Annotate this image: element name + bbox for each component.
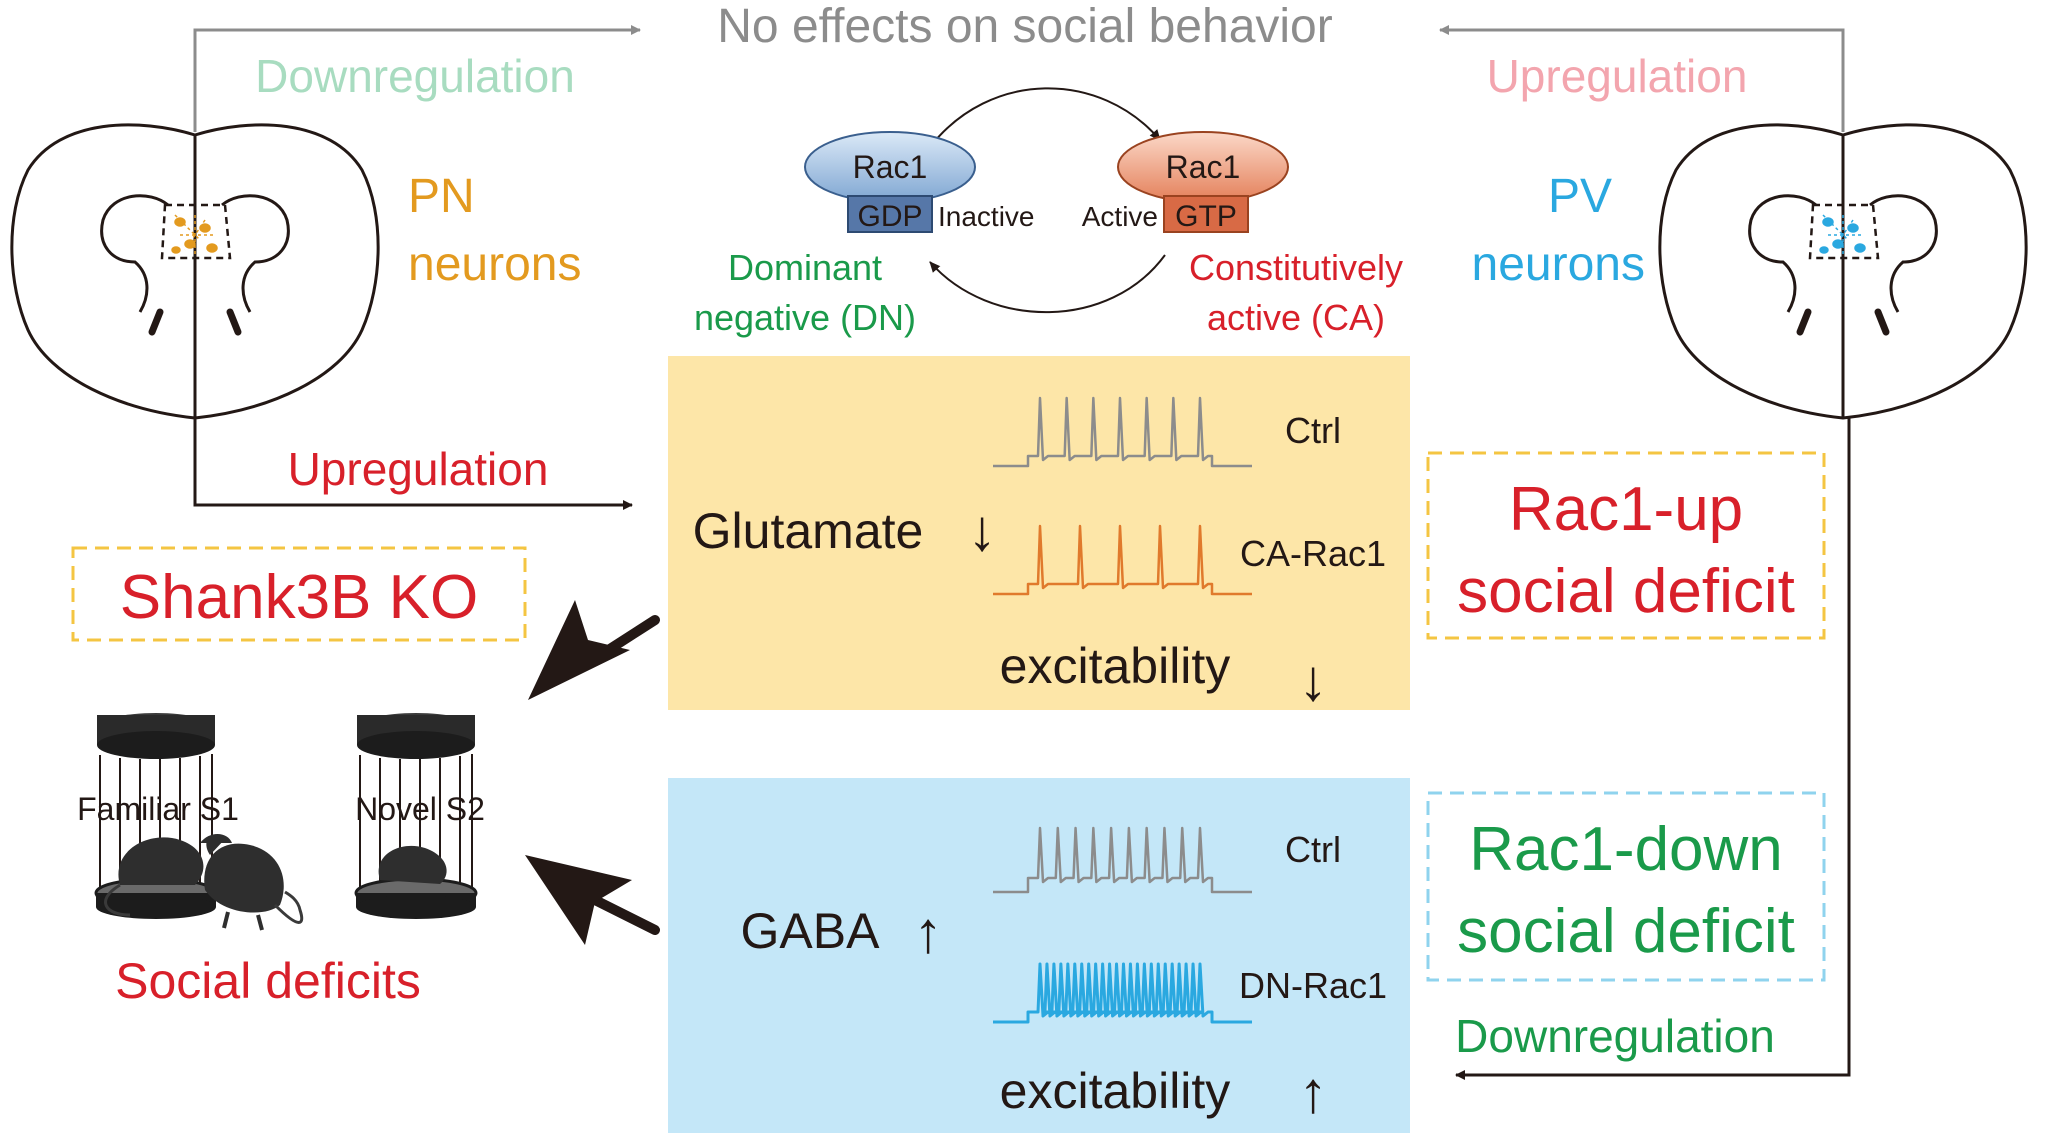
left-downregulation-label: Downregulation xyxy=(255,50,575,102)
pn-neuron-cluster xyxy=(171,214,218,255)
gaba-up-arrow: ↑ xyxy=(914,900,943,965)
rac1-up-line1: Rac1-up xyxy=(1509,475,1743,544)
gtp-label: GTP xyxy=(1175,200,1237,233)
active-label: Active xyxy=(1082,201,1158,232)
constitutively-active-line1: Constitutively xyxy=(1189,247,1403,288)
dominant-negative-line2: negative (DN) xyxy=(694,297,916,338)
top-left-feedback-arrow xyxy=(193,25,641,132)
cage-familiar-label: Familiar S1 xyxy=(77,791,239,827)
glutamate-excitability-label: excitability xyxy=(1000,638,1231,694)
glutamate-ca-rac1-label: CA-Rac1 xyxy=(1240,533,1386,574)
glutamate-ctrl-trace xyxy=(993,396,1252,468)
gaba-label: GABA xyxy=(741,903,881,959)
pn-upregulation-arrow xyxy=(193,418,633,510)
pn-label-line2: neurons xyxy=(408,238,581,291)
pv-label-line1: PV xyxy=(1548,170,1612,223)
rac1-active-label: Rac1 xyxy=(1166,149,1241,185)
glutamate-label: Glutamate xyxy=(693,503,924,559)
top-right-feedback-arrow xyxy=(1439,25,1845,132)
rac1-down-line2: social deficit xyxy=(1457,897,1795,966)
top-caption: No effects on social behavior xyxy=(717,0,1332,53)
gdp-label: GDP xyxy=(857,200,922,233)
cage-novel-label: Novel S2 xyxy=(355,791,485,827)
social-deficits-label: Social deficits xyxy=(115,953,421,1009)
rac1-down-box xyxy=(1426,791,1826,982)
gaba-ctrl-trace xyxy=(993,826,1252,894)
glutamate-down-arrow: ↓ xyxy=(968,498,997,563)
shank3b-ko-label: Shank3B KO xyxy=(120,563,478,632)
rac1-up-box xyxy=(1426,451,1826,640)
cage-novel xyxy=(354,713,478,919)
pv-neuron-cluster xyxy=(1819,214,1866,255)
pv-label-line2: neurons xyxy=(1472,238,1645,291)
dominant-negative-line1: Dominant xyxy=(728,247,882,288)
rac1-up-line2: social deficit xyxy=(1457,557,1795,626)
right-brain-section xyxy=(1658,123,2028,420)
gtp-block xyxy=(1163,195,1249,233)
gaba-ctrl-label: Ctrl xyxy=(1285,829,1341,870)
constitutively-active-line2: active (CA) xyxy=(1207,297,1385,338)
pn-label-line1: PN xyxy=(408,170,475,223)
glutamate-ca-rac1-trace xyxy=(993,524,1252,596)
pn-upregulation-label: Upregulation xyxy=(288,443,549,495)
rac1-cycle xyxy=(804,87,1289,314)
glutamate-ctrl-label: Ctrl xyxy=(1285,410,1341,451)
gaba-excitability-label: excitability xyxy=(1000,1063,1231,1119)
pv-downregulation-label: Downregulation xyxy=(1455,1010,1775,1062)
glutamate-excitability-arrow: ↓ xyxy=(1299,648,1328,713)
rac1-inactive-label: Rac1 xyxy=(853,149,928,185)
rac1-down-line1: Rac1-down xyxy=(1469,815,1783,884)
inactive-label: Inactive xyxy=(938,201,1035,232)
pv-downregulation-arrow xyxy=(1455,418,1851,1080)
shank3b-ko-box xyxy=(71,546,527,642)
gdp-block xyxy=(847,195,933,233)
arrow-glutamate-to-deficit xyxy=(528,600,660,700)
right-upregulation-label: Upregulation xyxy=(1487,50,1748,102)
left-brain-section xyxy=(10,123,380,420)
gaba-excitability-arrow: ↑ xyxy=(1299,1060,1328,1125)
gaba-dn-rac1-trace xyxy=(993,962,1252,1024)
gaba-dn-rac1-label: DN-Rac1 xyxy=(1239,965,1387,1006)
arrow-gaba-to-deficit xyxy=(525,855,660,945)
cage-familiar xyxy=(94,713,232,919)
mouse-subject xyxy=(204,834,304,931)
